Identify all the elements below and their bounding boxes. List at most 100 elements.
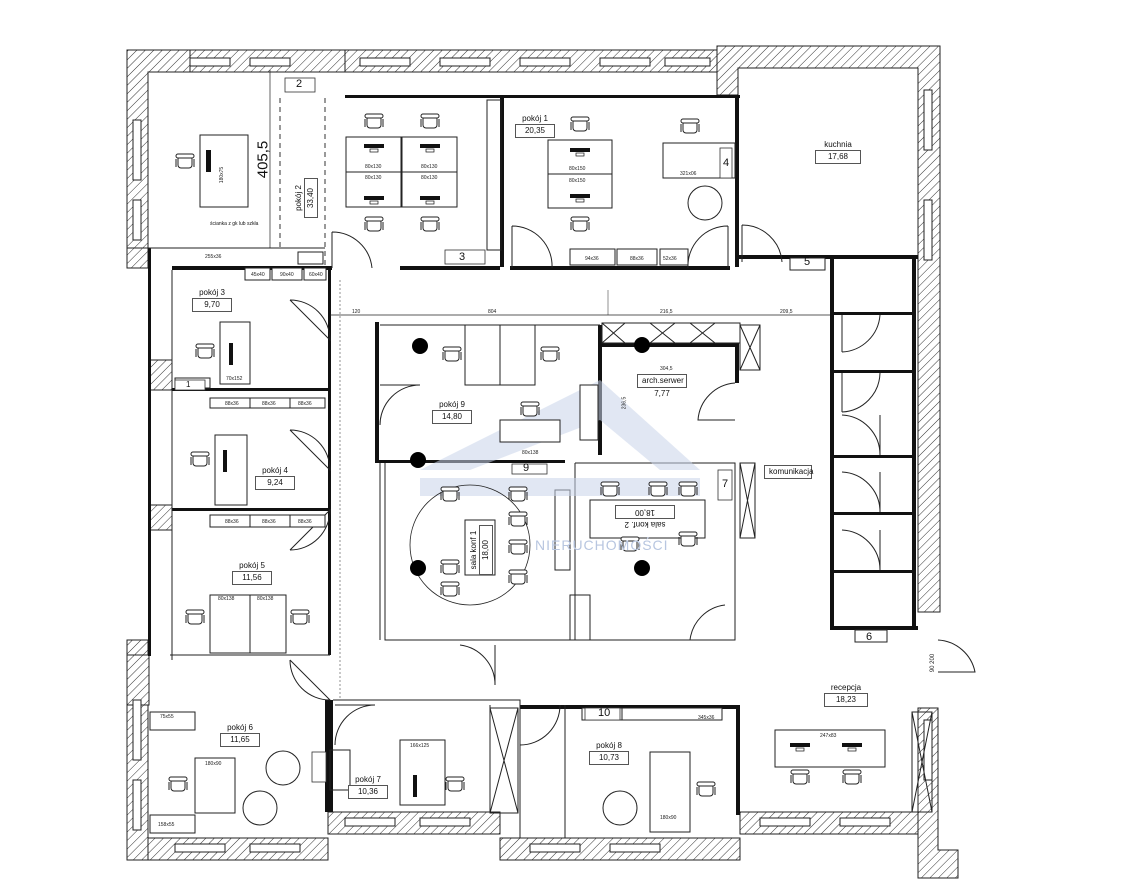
room-area: 33,40 bbox=[304, 178, 318, 218]
cabinet-label: 88x36 bbox=[630, 256, 644, 262]
desk-label: 80x130 bbox=[421, 175, 438, 181]
room-area: 17,68 bbox=[815, 150, 861, 164]
room-name: recepcja bbox=[830, 683, 862, 692]
cabinet-label: 88x36 bbox=[298, 401, 312, 407]
dimension-label: 236,5 bbox=[621, 396, 628, 410]
desk-label: 80x138 bbox=[257, 596, 274, 602]
cabinet-label: 88x36 bbox=[262, 401, 276, 407]
marker-7: 7 bbox=[722, 478, 729, 490]
room-label-pokoj-1: pokój 1 20,35 bbox=[515, 114, 555, 138]
cabinet-label: 88x36 bbox=[225, 401, 239, 407]
desk-label: 80x150 bbox=[569, 178, 586, 184]
dimension-label: 120 bbox=[352, 309, 361, 315]
room-area: 20,35 bbox=[515, 124, 555, 138]
dimension-label: 304,5 bbox=[660, 366, 673, 372]
room-label-pokoj-6: pokój 6 11,65 bbox=[220, 723, 260, 747]
dimension-label: 216,5 bbox=[660, 309, 673, 315]
marker-1: 1 bbox=[186, 380, 191, 389]
cabinet-label: 94x36 bbox=[585, 256, 599, 262]
desk-label: 70x152 bbox=[226, 376, 243, 382]
room-markers bbox=[174, 77, 733, 783]
wall-note: ścianka z gk lub szkła bbox=[210, 221, 259, 227]
room-area: 9,70 bbox=[192, 298, 232, 312]
marker-3: 3 bbox=[459, 251, 466, 263]
room-name: pokój 7 bbox=[355, 775, 381, 784]
desk-label: 80x130 bbox=[365, 175, 382, 181]
big-dimension-label: 405,5 bbox=[254, 140, 272, 179]
room-name: pokój 4 bbox=[262, 466, 288, 475]
room-area: 7,77 bbox=[637, 388, 687, 400]
cabinet-label: 255x36 bbox=[205, 254, 222, 260]
cabinet-label: 88x36 bbox=[262, 519, 276, 525]
desk-label: 180x90 bbox=[660, 815, 677, 821]
corridor-name: komunikacja bbox=[764, 465, 813, 479]
windows bbox=[132, 57, 933, 853]
room-area: 18,00 bbox=[615, 505, 675, 519]
room-label-pokoj-3: pokój 3 9,70 bbox=[192, 288, 232, 312]
room-area: 11,56 bbox=[232, 571, 272, 585]
room-label-pokoj-2: pokój 2 33,40 bbox=[294, 178, 318, 218]
room-name: kuchnia bbox=[824, 140, 852, 149]
room-area: 10,36 bbox=[348, 785, 388, 799]
marker-5: 5 bbox=[804, 256, 811, 268]
marker-2: 2 bbox=[296, 78, 303, 90]
watermark-text: NIERUCHOMOŚCI bbox=[535, 537, 669, 553]
room-label-pokoj-4: pokój 4 9,24 bbox=[255, 466, 295, 490]
room-area: 10,73 bbox=[589, 751, 629, 765]
desk-label: 80x138 bbox=[218, 596, 235, 602]
cabinet-label: 158x55 bbox=[158, 822, 175, 828]
room-area: 9,24 bbox=[255, 476, 295, 490]
entrance-dimension: 90 200 bbox=[930, 653, 937, 673]
room-label-pokoj-7: pokój 7 10,36 bbox=[348, 775, 388, 799]
desk-label: 180x75 bbox=[219, 166, 226, 184]
room-name: arch.serwer bbox=[637, 374, 687, 388]
desk-label: 80x130 bbox=[365, 164, 382, 170]
room-area: 18,00 bbox=[479, 525, 493, 575]
cabinet-label: 60x40 bbox=[309, 272, 323, 278]
room-name: pokój 9 bbox=[439, 400, 465, 409]
room-name: sala konf. 2 bbox=[624, 520, 666, 529]
room-name: pokój 5 bbox=[239, 561, 265, 570]
room-label-recepcja: recepcja 18,23 bbox=[824, 683, 868, 707]
room-name: pokój 6 bbox=[227, 723, 253, 732]
marker-10: 10 bbox=[598, 707, 611, 719]
room-area: 11,65 bbox=[220, 733, 260, 747]
marker-4: 4 bbox=[723, 157, 730, 169]
desk-label: 321x06 bbox=[680, 171, 697, 177]
desk-label: 80x150 bbox=[569, 166, 586, 172]
cabinet-label: 75x55 bbox=[160, 714, 174, 720]
marker-9: 9 bbox=[523, 462, 530, 474]
cabinet-label: 45x40 bbox=[251, 272, 265, 278]
furniture bbox=[149, 113, 888, 834]
desk-label: 247x83 bbox=[820, 733, 837, 739]
room-area: 14,80 bbox=[432, 410, 472, 424]
room-label-sala-konf-2: sala konf. 2 18,00 bbox=[615, 505, 675, 529]
room-name: pokój 1 bbox=[522, 114, 548, 123]
corridor-label: komunikacja bbox=[764, 465, 813, 479]
room-label-sala-konf-1: sala konf 1 18,00 bbox=[469, 525, 493, 575]
room-label-pokoj-8: pokój 8 10,73 bbox=[589, 741, 629, 765]
room-label-kuchnia: kuchnia 17,68 bbox=[815, 140, 861, 164]
desk-label: 166x125 bbox=[410, 743, 430, 749]
room-name: sala konf 1 bbox=[469, 530, 478, 570]
desk-label: 80x138 bbox=[522, 450, 539, 456]
desk-label: 180x90 bbox=[205, 761, 222, 767]
room-label-pokoj-5: pokój 5 11,56 bbox=[232, 561, 272, 585]
room-label-arch-serwer: arch.serwer 7,77 bbox=[637, 374, 687, 400]
cabinet-label: 52x36 bbox=[663, 256, 677, 262]
room-name: pokój 3 bbox=[199, 288, 225, 297]
dimension-label: 209,5 bbox=[780, 309, 793, 315]
storage-units bbox=[329, 99, 933, 814]
cabinet-label: 345x36 bbox=[698, 715, 715, 721]
dimension-lines bbox=[269, 70, 830, 700]
cabinet-label: 88x36 bbox=[298, 519, 312, 525]
room-name: pokój 8 bbox=[596, 741, 622, 750]
desk-label: 80x130 bbox=[421, 164, 438, 170]
dimension-label: 804 bbox=[488, 309, 497, 315]
cabinet-label: 90x40 bbox=[280, 272, 294, 278]
room-area: 18,23 bbox=[824, 693, 868, 707]
room-label-pokoj-9: pokój 9 14,80 bbox=[432, 400, 472, 424]
marker-6: 6 bbox=[866, 631, 873, 643]
room-name: pokój 2 bbox=[294, 185, 303, 211]
